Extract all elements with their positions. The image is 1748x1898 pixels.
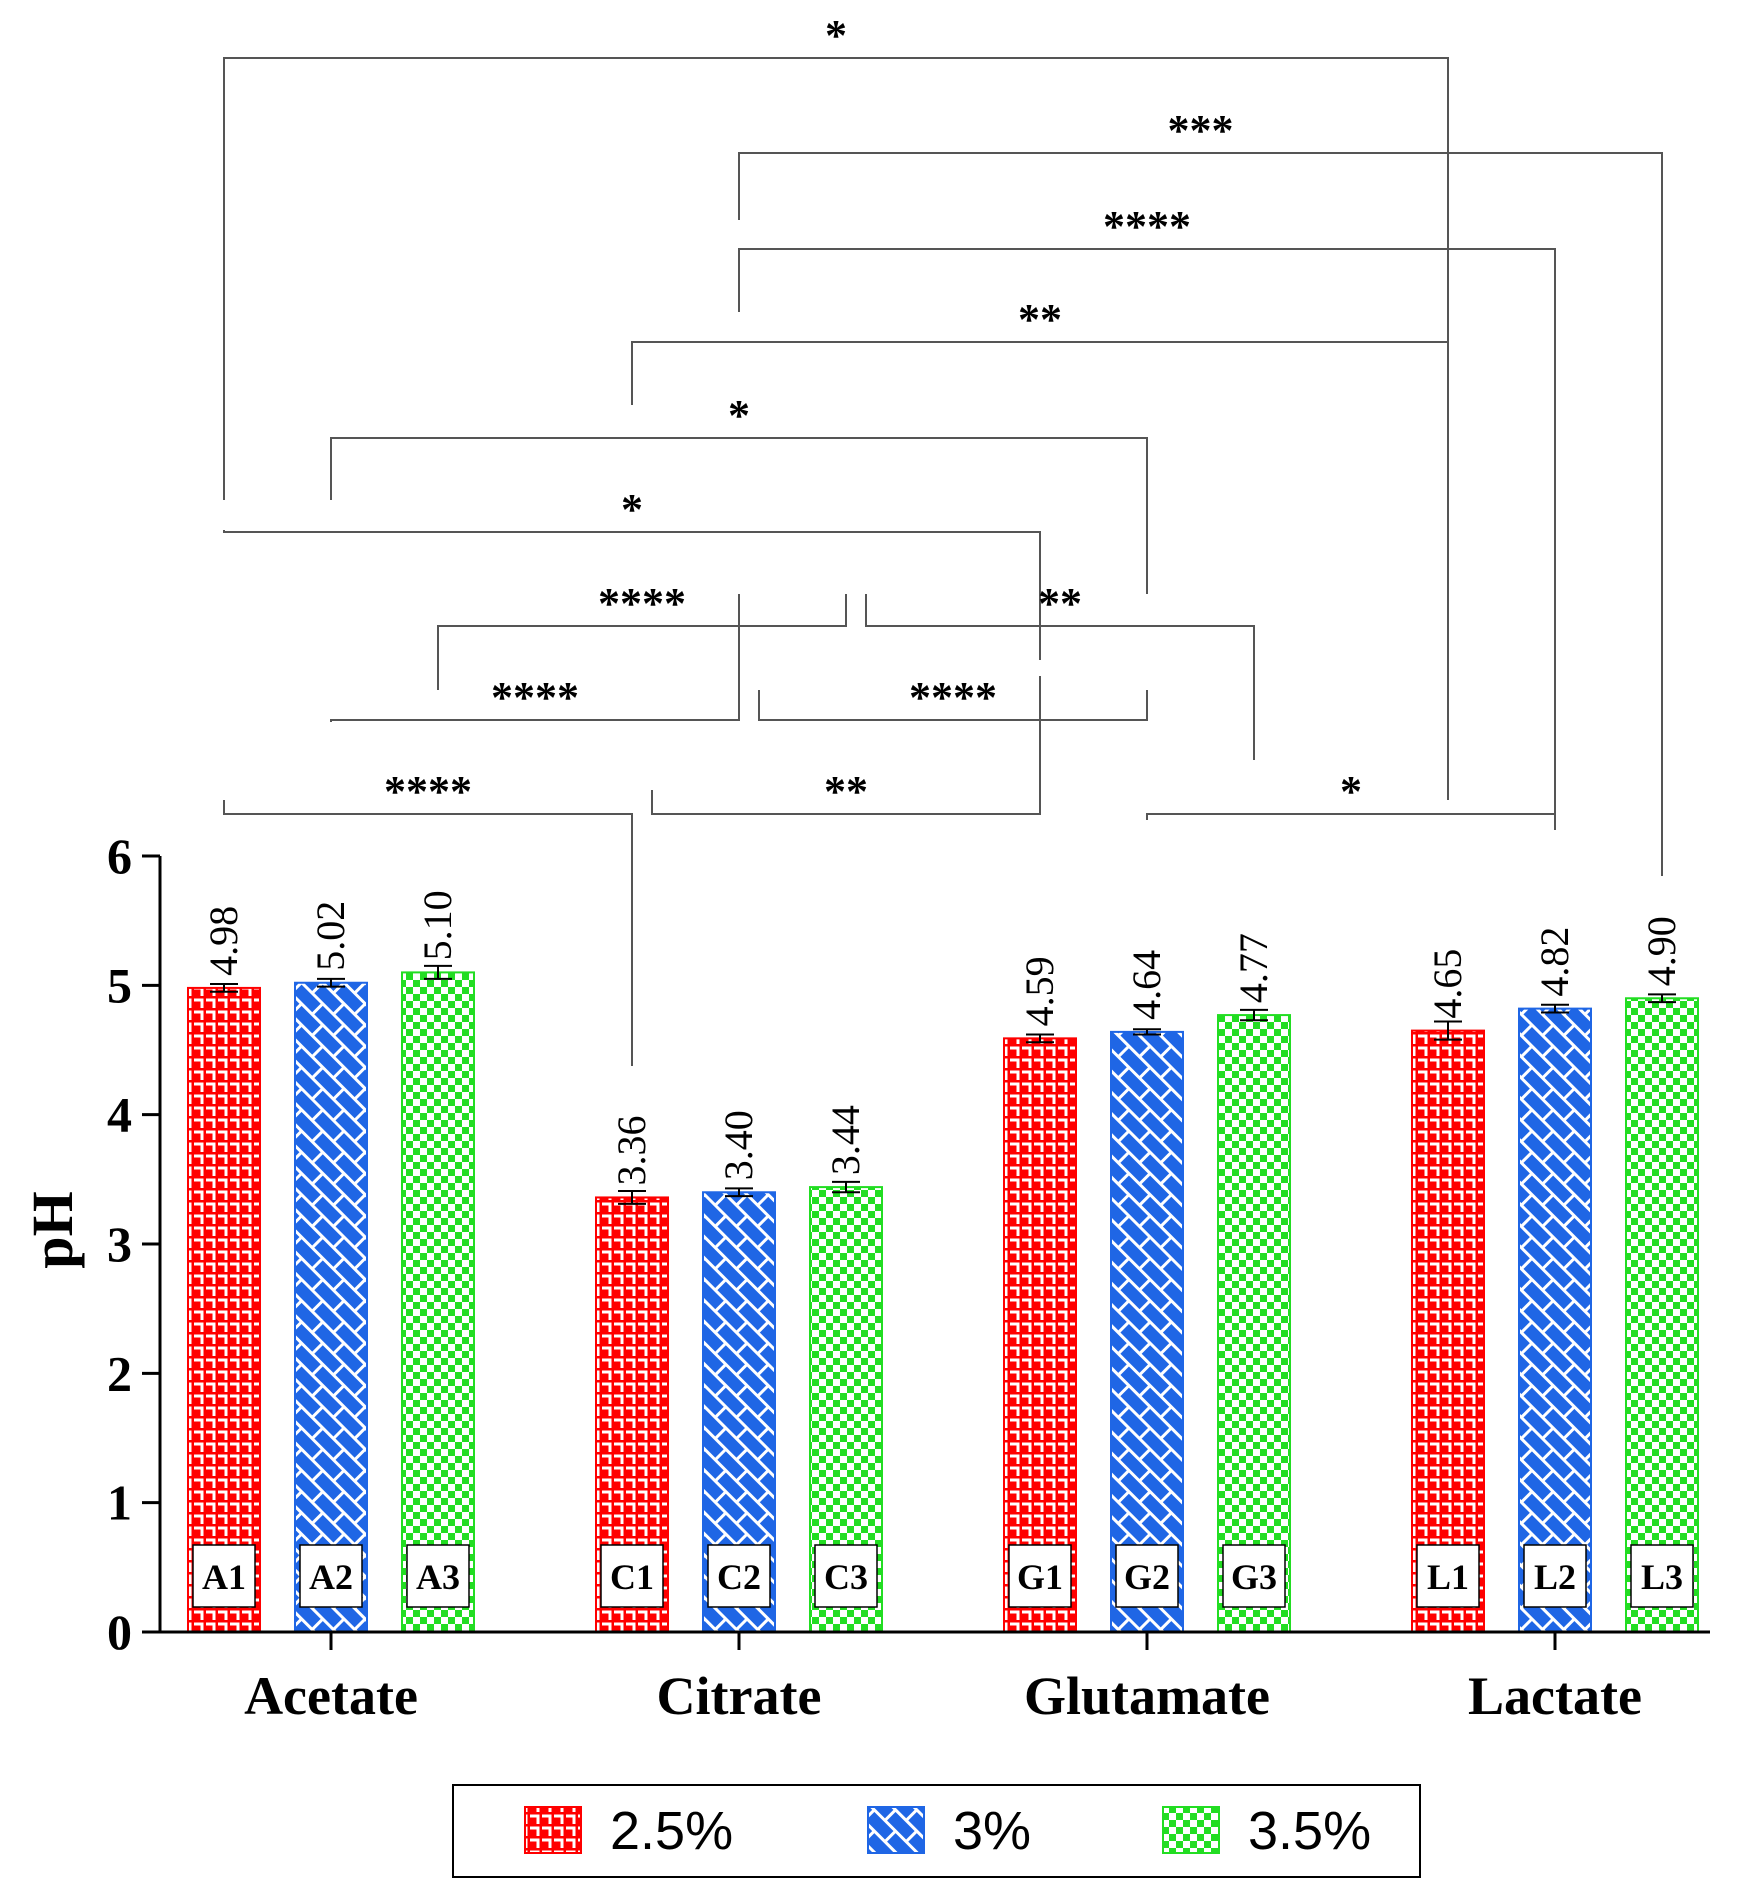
bar xyxy=(1625,997,1699,1633)
bar xyxy=(187,986,261,1633)
bar-label: C3 xyxy=(824,1557,868,1597)
significance-bracket xyxy=(330,594,740,722)
significance-bracket xyxy=(437,594,847,690)
bar-label-box xyxy=(192,1544,256,1608)
bar-label-box xyxy=(814,1544,878,1608)
bar xyxy=(1003,1037,1077,1633)
significance-label: *** xyxy=(1168,106,1234,155)
significance-label: **** xyxy=(491,673,579,722)
significance-bracket xyxy=(651,676,1041,815)
legend-swatch xyxy=(867,1806,925,1854)
value-label: 4.82 xyxy=(1532,927,1577,997)
bar-label-box xyxy=(1630,1544,1694,1608)
value-label: 3.36 xyxy=(609,1115,654,1185)
value-label: 4.64 xyxy=(1124,950,1169,1020)
x-category-label: Acetate xyxy=(244,1666,418,1726)
significance-label: * xyxy=(728,391,750,440)
y-ticks: 0 1 2 3 4 5 6 xyxy=(107,828,160,1660)
bar-label-box xyxy=(1222,1544,1286,1608)
bar xyxy=(1411,1029,1485,1633)
significance-bracket xyxy=(738,248,1556,830)
value-label: 4.90 xyxy=(1639,916,1684,986)
legend-label: 2.5% xyxy=(610,1801,733,1861)
significance-label: * xyxy=(825,11,847,60)
y-axis-title: pH xyxy=(20,1191,85,1268)
significance-bracket xyxy=(1146,813,1556,830)
significance-bracket xyxy=(865,594,1255,760)
significance-label: **** xyxy=(909,673,997,722)
bar-label: L1 xyxy=(1427,1557,1469,1597)
y-tick-label: 2 xyxy=(107,1345,132,1401)
bar-label-box xyxy=(299,1544,363,1608)
bar-label-box xyxy=(1523,1544,1587,1608)
bar-label-box xyxy=(600,1544,664,1608)
significance-label: ** xyxy=(1018,295,1062,344)
value-label: 5.02 xyxy=(308,901,353,971)
value-label: 4.65 xyxy=(1425,949,1470,1019)
value-label: 4.77 xyxy=(1231,933,1276,1003)
value-label: 4.98 xyxy=(201,906,246,976)
bar xyxy=(1110,1030,1184,1633)
bar-label: L2 xyxy=(1534,1557,1576,1597)
significance-bracket xyxy=(223,800,633,1066)
significance-bracket xyxy=(738,152,1663,876)
bar-label: G3 xyxy=(1231,1557,1277,1597)
bar xyxy=(1217,1014,1291,1633)
legend-label: 3.5% xyxy=(1248,1801,1371,1861)
significance-label: **** xyxy=(598,579,686,628)
bar-label-box xyxy=(1115,1544,1179,1608)
legend-swatch xyxy=(1162,1806,1220,1854)
bar xyxy=(294,981,368,1633)
significance-bracket xyxy=(223,530,1041,660)
x-categories: Acetate Citrate Glutamate Lactate xyxy=(244,1632,1642,1726)
bar xyxy=(401,971,475,1633)
x-category-label: Citrate xyxy=(657,1666,822,1726)
legend-swatch xyxy=(524,1806,582,1854)
significance-label: **** xyxy=(1103,202,1191,251)
legend: 2.5% 3% 3.5% xyxy=(452,1784,1421,1878)
y-tick-label: 0 xyxy=(107,1604,132,1660)
y-tick-label: 1 xyxy=(107,1475,132,1531)
bar-label-box xyxy=(406,1544,470,1608)
value-label: 3.44 xyxy=(823,1105,868,1175)
bar-label: G2 xyxy=(1124,1557,1170,1597)
bar-label: A3 xyxy=(416,1557,460,1597)
legend-label: 3% xyxy=(953,1801,1031,1861)
bar-label: A1 xyxy=(202,1557,246,1597)
y-tick-label: 4 xyxy=(107,1087,132,1143)
x-category-label: Glutamate xyxy=(1024,1666,1270,1726)
bar-label-box xyxy=(1008,1544,1072,1608)
bar-label: A2 xyxy=(309,1557,353,1597)
y-tick-label: 3 xyxy=(107,1216,132,1272)
bar-label-box xyxy=(707,1544,771,1608)
bar xyxy=(1518,1007,1592,1633)
significance-bracket xyxy=(223,57,1449,790)
bar-label: G1 xyxy=(1017,1557,1063,1597)
legend-box xyxy=(452,1784,1421,1878)
significance-label: * xyxy=(621,485,643,534)
bar-label: C1 xyxy=(610,1557,654,1597)
significance-bracket xyxy=(330,437,1148,594)
significance-label: **** xyxy=(384,767,472,816)
y-tick-label: 5 xyxy=(107,957,132,1013)
significance-bracket xyxy=(758,690,1148,721)
value-label: 3.40 xyxy=(716,1110,761,1180)
significance-label: ** xyxy=(1038,579,1082,628)
y-tick-label: 6 xyxy=(107,828,132,884)
bar-label: L3 xyxy=(1641,1557,1683,1597)
bar-label-box xyxy=(1416,1544,1480,1608)
significance-bracket xyxy=(631,341,1449,800)
x-category-label: Lactate xyxy=(1468,1666,1642,1726)
bar-label: C2 xyxy=(717,1557,761,1597)
significance-label: ** xyxy=(824,767,868,816)
significance-label: * xyxy=(1340,767,1362,816)
value-label: 4.59 xyxy=(1017,956,1062,1026)
significance-brackets: ********************************* xyxy=(223,11,1663,1066)
value-label: 5.10 xyxy=(415,890,460,960)
